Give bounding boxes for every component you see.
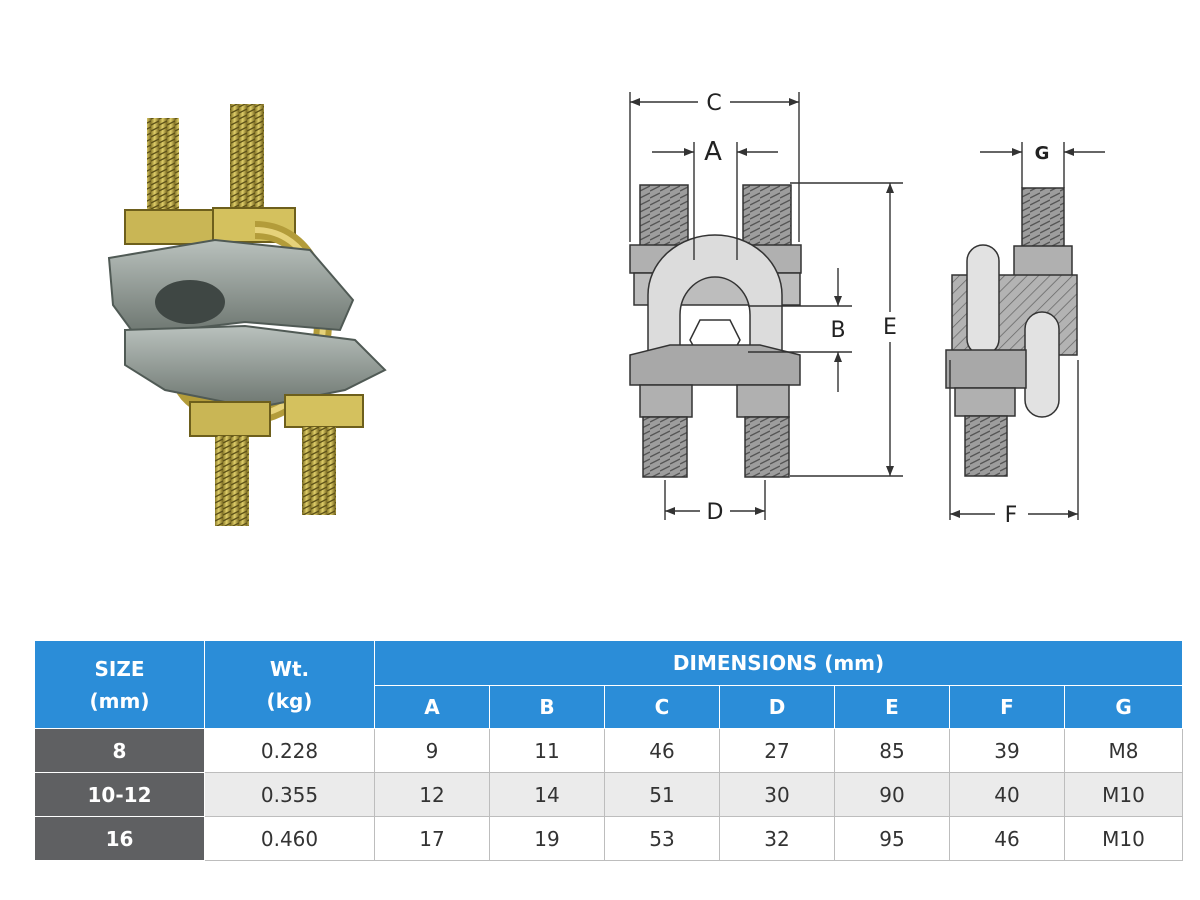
cell-size: 16	[34, 816, 205, 861]
saddle-lower	[124, 324, 387, 410]
header-col-g: G	[1063, 685, 1184, 729]
cell-b: 19	[489, 816, 605, 861]
cell-a: 12	[374, 772, 490, 817]
cell-g: M10	[1063, 772, 1184, 817]
cell-b: 11	[489, 728, 605, 773]
header-weight: Wt. (kg)	[204, 640, 375, 729]
cell-c: 53	[604, 816, 720, 861]
table-row: 8 0.228 9 11 46 27 85 39 M8	[34, 728, 1184, 773]
side-view	[945, 187, 1078, 477]
dim-label-a: A	[704, 137, 722, 167]
header-col-b: B	[489, 685, 605, 729]
header-wt-line2: (kg)	[266, 688, 313, 713]
cell-c: 46	[604, 728, 720, 773]
product-photo	[107, 104, 387, 526]
cell-f: 46	[949, 816, 1065, 861]
header-col-a: A	[374, 685, 490, 729]
cell-f: 40	[949, 772, 1065, 817]
cell-c: 51	[604, 772, 720, 817]
cell-e: 90	[834, 772, 950, 817]
cell-g: M8	[1063, 728, 1184, 773]
cell-e: 85	[834, 728, 950, 773]
cell-d: 30	[719, 772, 835, 817]
dim-label-g: G	[1035, 143, 1050, 164]
table-row: 10-12 0.355 12 14 51 30 90 40 M10	[34, 772, 1184, 817]
header-col-d: D	[719, 685, 835, 729]
header-size: SIZE (mm)	[34, 640, 205, 729]
cell-weight: 0.460	[204, 816, 375, 861]
lower-nut-left	[189, 401, 271, 437]
cell-d: 27	[719, 728, 835, 773]
table-row: 16 0.460 17 19 53 32 95 46 M10	[34, 816, 1184, 861]
cable-groove	[155, 280, 225, 324]
header-size-line1: SIZE	[94, 656, 145, 681]
cell-weight: 0.228	[204, 728, 375, 773]
dim-label-c: C	[706, 91, 721, 116]
cell-size: 10-12	[34, 772, 205, 817]
dim-label-e: E	[883, 315, 897, 340]
header-col-c: C	[604, 685, 720, 729]
header-size-line2: (mm)	[89, 688, 150, 713]
lower-stud-right	[302, 427, 336, 515]
cell-g: M10	[1063, 816, 1184, 861]
dim-label-f: F	[1005, 503, 1018, 528]
cell-f: 39	[949, 728, 1065, 773]
dim-label-b: B	[830, 318, 845, 343]
cell-a: 17	[374, 816, 490, 861]
header-wt-line1: Wt.	[269, 656, 310, 681]
lower-nut-right	[284, 394, 364, 428]
cell-b: 14	[489, 772, 605, 817]
front-view	[629, 184, 802, 478]
cell-d: 32	[719, 816, 835, 861]
cell-e: 95	[834, 816, 950, 861]
dim-label-d: D	[707, 500, 724, 525]
lower-stud-left	[215, 436, 249, 526]
specification-table: SIZE (mm) Wt. (kg) DIMENSIONS (mm) A B C…	[34, 640, 1184, 861]
upper-nut-left	[124, 209, 214, 245]
saddle-upper	[107, 238, 355, 337]
cell-size: 8	[34, 728, 205, 773]
header-col-f: F	[949, 685, 1065, 729]
header-dimensions: DIMENSIONS (mm)	[373, 640, 1184, 686]
cell-weight: 0.355	[204, 772, 375, 817]
header-col-e: E	[834, 685, 950, 729]
dimension-diagram: C A B E D F G	[629, 91, 1105, 528]
cell-a: 9	[374, 728, 490, 773]
